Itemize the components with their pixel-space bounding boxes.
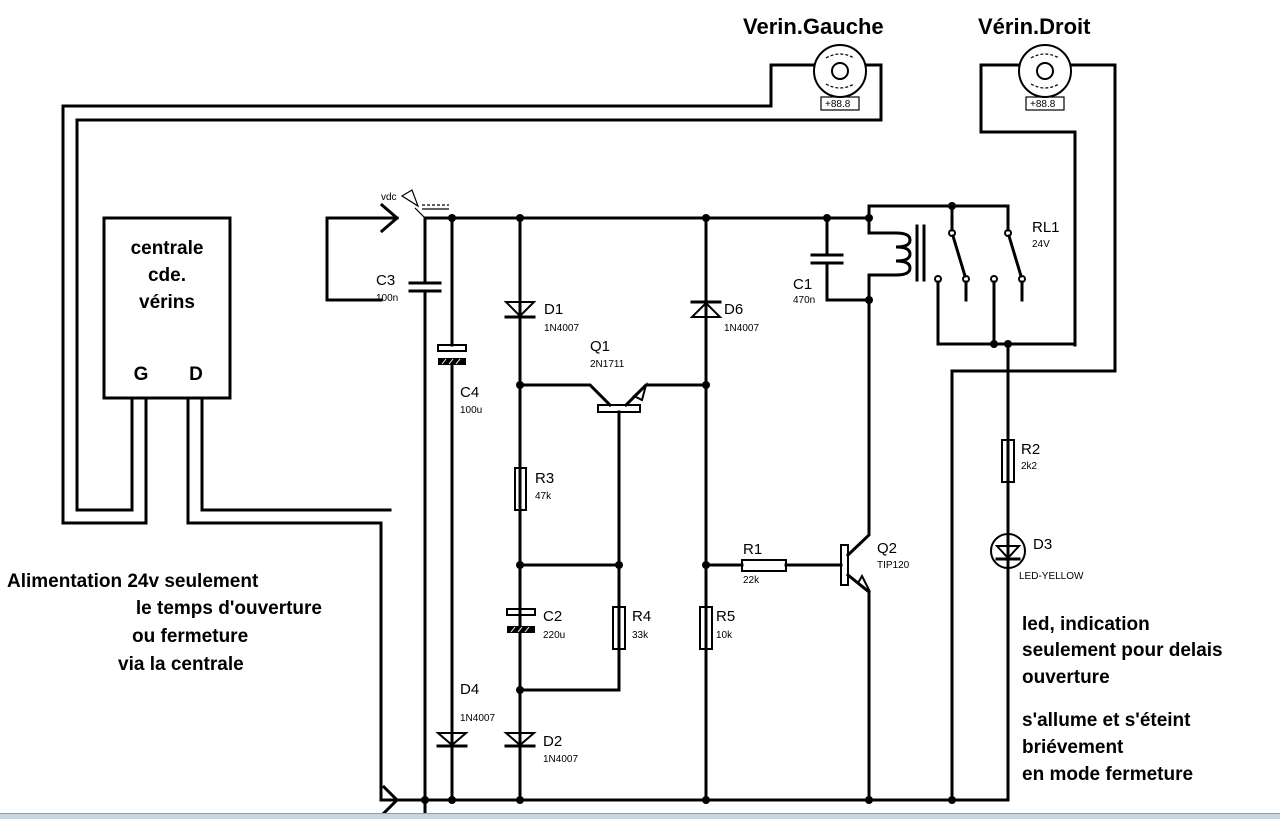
r2-ref: R2 <box>1021 441 1040 458</box>
note-left-line3: ou fermeture <box>132 626 248 647</box>
r4-ref: R4 <box>632 608 651 625</box>
q2-value: TIP120 <box>877 560 910 571</box>
c2-value: 220u <box>543 630 565 641</box>
note-left-line4: via la centrale <box>118 654 244 675</box>
controller-pin-g: G <box>134 364 149 385</box>
vdc-terminal-icon <box>400 189 420 208</box>
note-right-line2: seulement pour delais <box>1022 640 1223 661</box>
r2-value: 2k2 <box>1021 461 1038 472</box>
d2: D2 1N4007 <box>503 732 578 765</box>
d4-value: 1N4007 <box>460 713 495 724</box>
c3-value: 100n <box>376 293 398 304</box>
r2: R2 2k2 <box>1001 439 1040 483</box>
d1: D1 1N4007 <box>503 301 579 334</box>
d6: D6 1N4007 <box>689 300 759 334</box>
q2: Q2 TIP120 <box>840 298 910 802</box>
q1-value: 2N1711 <box>590 359 625 370</box>
d3-ref: D3 <box>1033 536 1052 553</box>
c4-ref: C4 <box>460 384 479 401</box>
motor-left: +88.8 <box>813 44 867 111</box>
d2-value: 1N4007 <box>543 754 578 765</box>
c3: C3 100n <box>376 216 442 802</box>
note-right-line5: briévement <box>1022 737 1124 758</box>
motor-right: +88.8 <box>1018 44 1072 111</box>
vdc-arrow <box>379 202 400 234</box>
q2-ref: Q2 <box>877 540 897 557</box>
c1: C1 470n <box>793 216 871 306</box>
c3-ref: C3 <box>376 272 395 289</box>
vdc-label: vdc <box>381 192 397 203</box>
r3: R3 47k <box>514 467 554 511</box>
d3-value: LED-YELLOW <box>1019 571 1084 582</box>
r5: R5 10k <box>699 606 735 650</box>
rl1-value: 24V <box>1032 239 1050 250</box>
note-right-line3: ouverture <box>1022 667 1110 688</box>
d3-led: D3 LED-YELLOW <box>990 532 1084 582</box>
motor-right-readout: +88.8 <box>1030 99 1056 110</box>
note-left-line1: Alimentation 24v seulement <box>7 571 259 592</box>
d4-ref: D4 <box>460 681 479 698</box>
controller-pin-d: D <box>189 364 203 385</box>
controller-line2: cde. <box>148 265 186 286</box>
q1-ref: Q1 <box>590 338 610 355</box>
note-left: Alimentation 24v seulement le temps d'ou… <box>7 571 322 675</box>
note-right-line4: s'allume et s'éteint <box>1022 710 1191 731</box>
r1: R1 22k <box>741 541 787 586</box>
junctions <box>421 202 1012 804</box>
r1-ref: R1 <box>743 541 762 558</box>
note-right: led, indication seulement pour delais ou… <box>1022 614 1223 785</box>
r5-ref: R5 <box>716 608 735 625</box>
motor-left-readout: +88.8 <box>825 99 851 110</box>
controller-box: centrale cde. vérins G D <box>102 216 232 400</box>
r5-value: 10k <box>716 630 733 641</box>
note-left-line2: le temps d'ouverture <box>136 598 322 619</box>
c4: C4 100u <box>437 216 482 802</box>
d2-ref: D2 <box>543 733 562 750</box>
controller-line3: vérins <box>139 292 195 313</box>
window-bottom-edge <box>0 813 1280 819</box>
d1-value: 1N4007 <box>544 323 579 334</box>
r3-ref: R3 <box>535 470 554 487</box>
title-verin-gauche: Verin.Gauche <box>743 14 884 39</box>
c1-value: 470n <box>793 295 815 306</box>
note-right-line6: en mode fermeture <box>1022 764 1193 785</box>
rl1-ref: RL1 <box>1032 219 1060 236</box>
q1: Q1 2N1711 <box>518 338 708 692</box>
d6-value: 1N4007 <box>724 323 759 334</box>
d4: D4 1N4007 <box>435 681 495 748</box>
r4-value: 33k <box>632 630 649 641</box>
note-right-line1: led, indication <box>1022 614 1150 635</box>
d6-ref: D6 <box>724 301 743 318</box>
c2-ref: C2 <box>543 608 562 625</box>
c1-ref: C1 <box>793 276 812 293</box>
rl1: RL1 24V <box>867 204 1077 346</box>
d1-ref: D1 <box>544 301 563 318</box>
r4: R4 33k <box>612 606 651 650</box>
c2: C2 220u <box>506 608 565 641</box>
r1-value: 22k <box>743 575 760 586</box>
wires-controller <box>61 63 1117 802</box>
wire-vdc-loop <box>325 216 399 302</box>
title-verin-droit: Vérin.Droit <box>978 14 1091 39</box>
controller-line1: centrale <box>131 238 204 259</box>
c4-value: 100u <box>460 405 482 416</box>
r3-value: 47k <box>535 491 552 502</box>
gnd-arrow <box>381 784 400 816</box>
